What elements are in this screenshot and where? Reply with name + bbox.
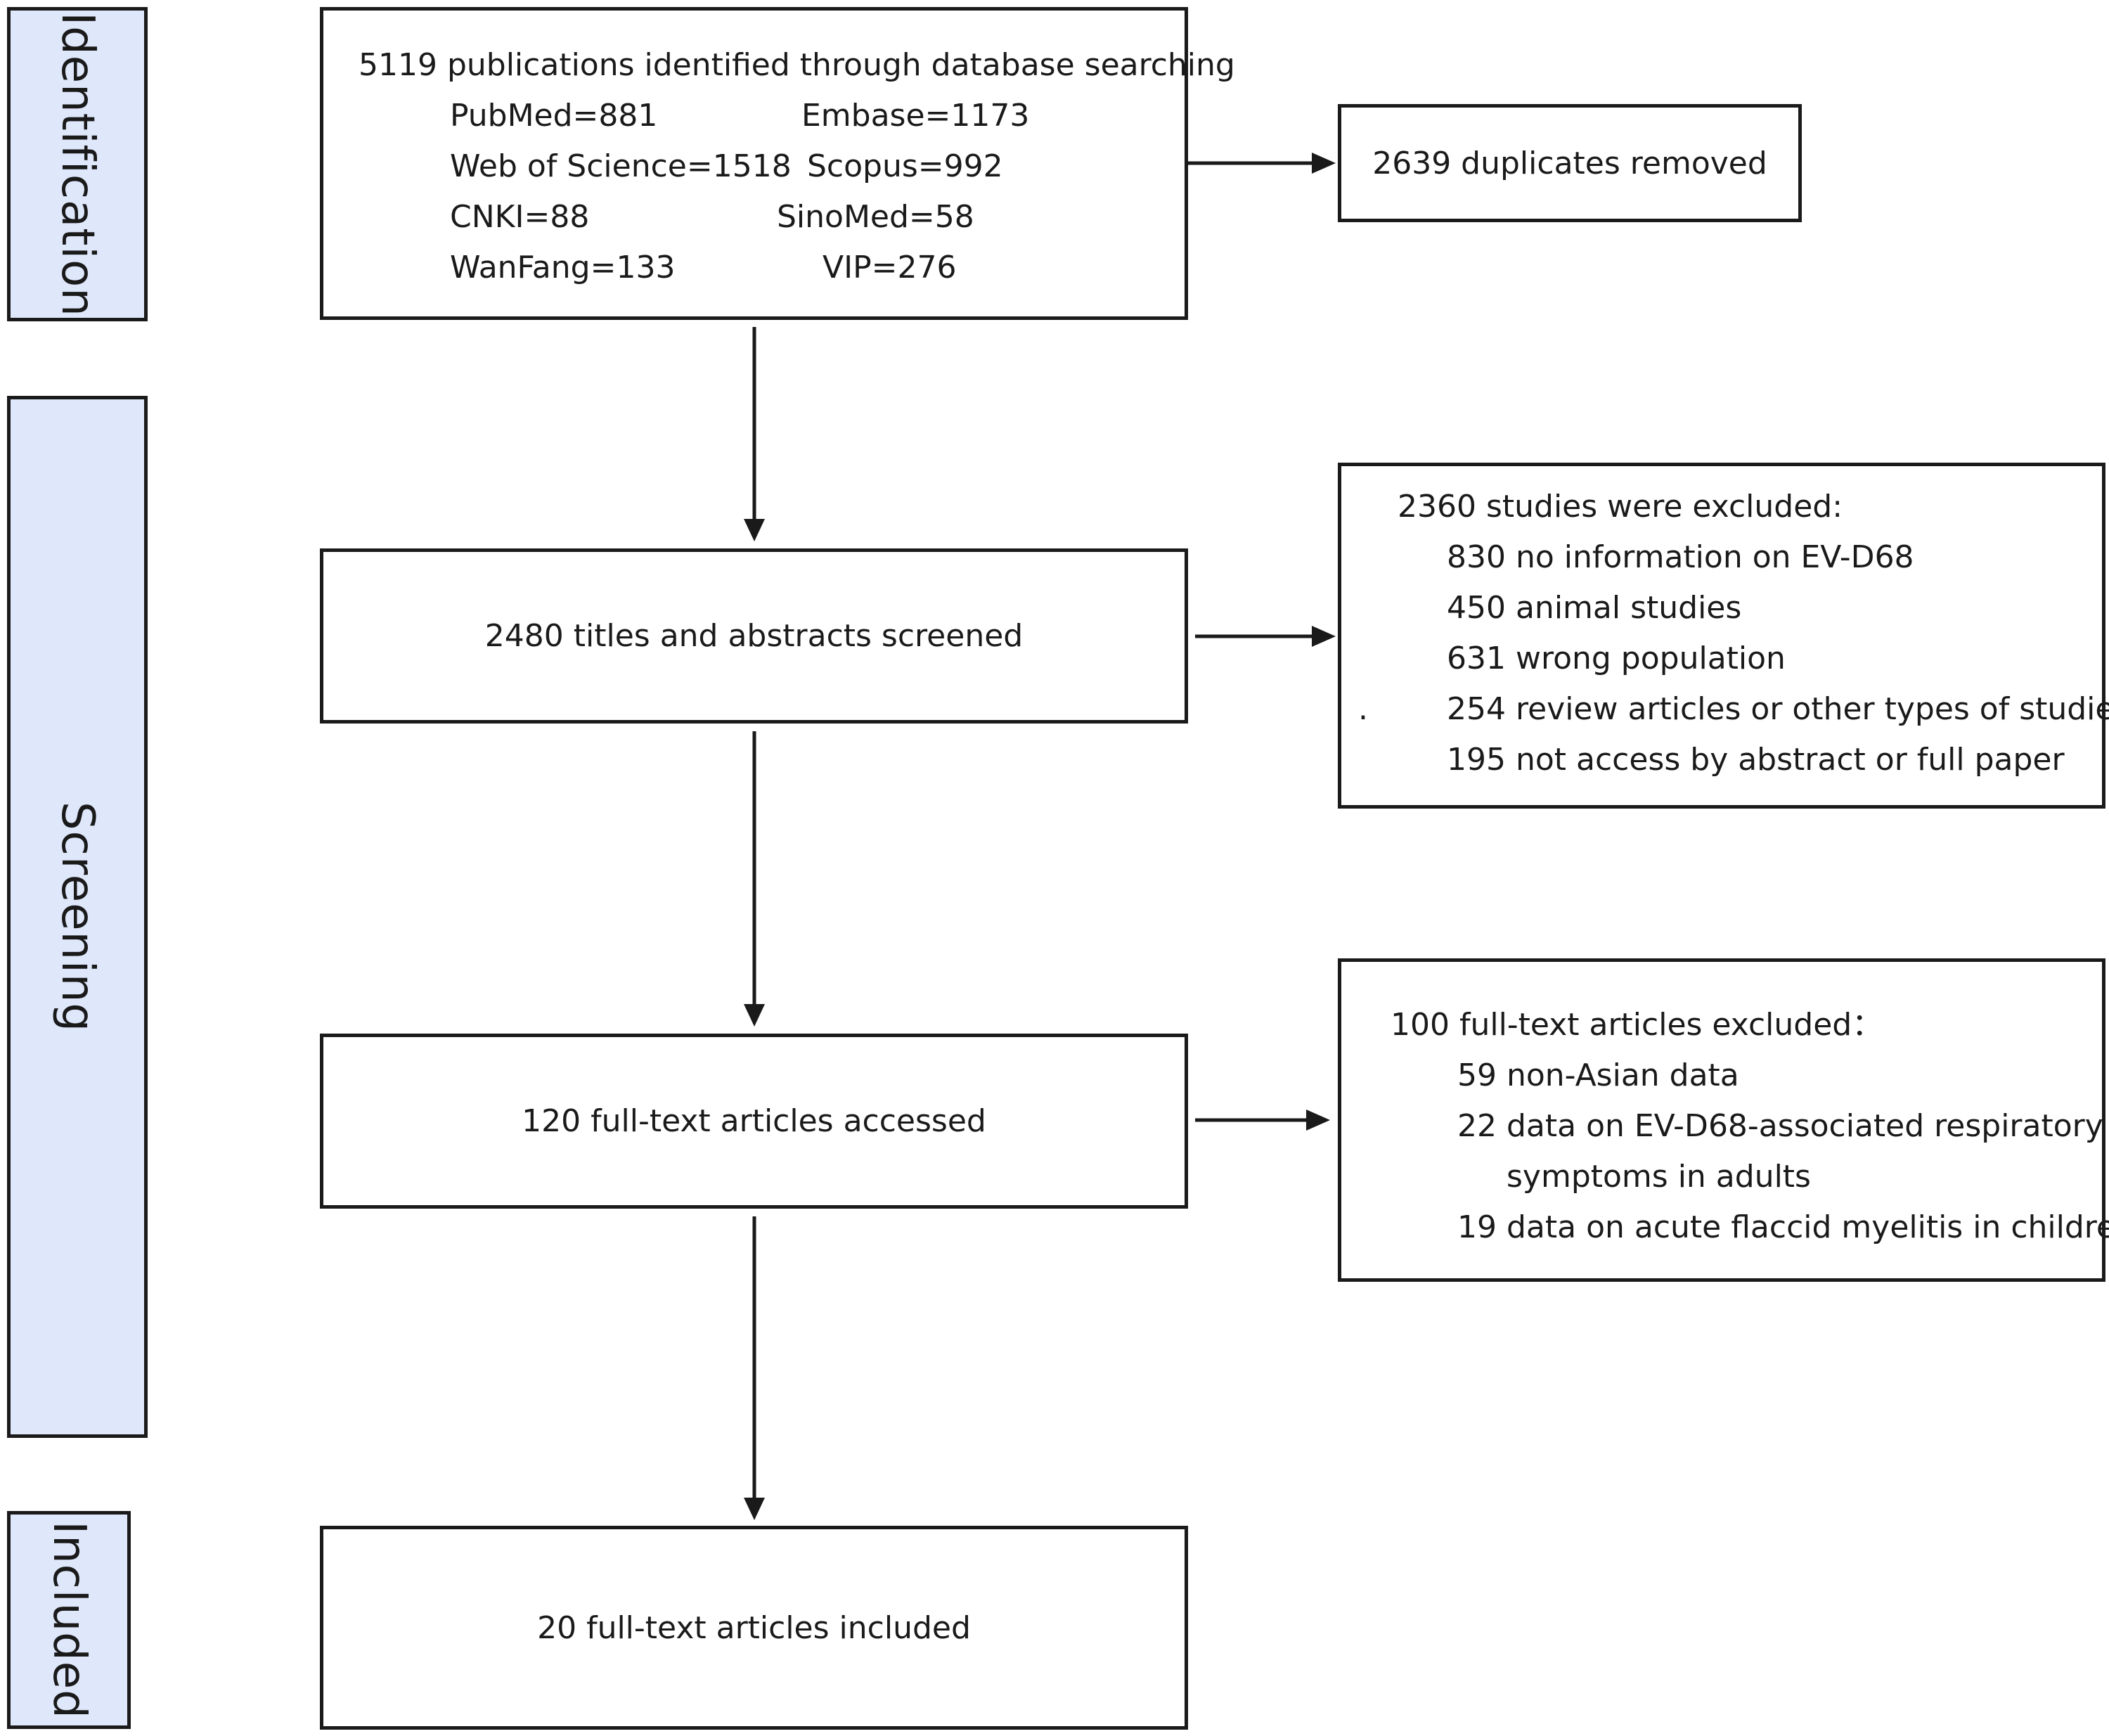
excluded-fulltext-title: 100 full-text articles excluded： (1391, 1007, 1883, 1043)
phase-included: Included (7, 1511, 131, 1729)
included-text: 20 full-text articles included (537, 1609, 971, 1646)
excluded-studies-title: 2360 studies were excluded: (1398, 489, 1843, 525)
arrowhead (1312, 626, 1336, 647)
excluded-studies-box: 2360 studies were excluded: 830 no infor… (1338, 463, 2109, 809)
excluded-fulltext-item: 19 data on acute flaccid myelitis in chi… (1457, 1209, 2109, 1245)
database-wanfang: WanFang=133 (450, 250, 676, 285)
excluded-studies-item: 450 animal studies (1447, 590, 1742, 626)
database-scopus: Scopus=992 (807, 148, 1003, 184)
fulltext-accessed-text: 120 full-text articles accessed (522, 1103, 986, 1139)
duplicates-removed-box: 2639 duplicates removed (1338, 104, 1802, 222)
included-box: 20 full-text articles included (320, 1526, 1188, 1730)
phase-screening: Screening (7, 396, 148, 1438)
database-pubmed: PubMed=881 (450, 98, 658, 134)
fulltext-accessed-box: 120 full-text articles accessed (320, 1034, 1188, 1209)
excluded-studies-item: 631 wrong population (1447, 641, 1786, 676)
excluded-fulltext-item: 22 data on EV-D68-associated respiratory (1457, 1108, 2103, 1144)
excluded-studies-item: 195 not access by abstract or full paper (1447, 742, 2065, 778)
phase-identification: Identification (7, 7, 148, 321)
arrowhead (1306, 1110, 1330, 1131)
stray-mark: . (1358, 691, 1368, 727)
excluded-fulltext-box: 100 full-text articles excluded： 59 non-… (1338, 958, 2109, 1282)
arrowhead (1312, 153, 1336, 174)
identification-title: 5119 publications identified through dat… (359, 47, 1235, 83)
arrowhead (744, 1498, 765, 1520)
excluded-studies-item: 830 no information on EV-D68 (1447, 539, 1914, 575)
database-sinomed: SinoMed=58 (777, 199, 974, 235)
identification-box: 5119 publications identified through dat… (320, 7, 1235, 320)
database-embase: Embase=1173 (801, 98, 1030, 134)
screened-text: 2480 titles and abstracts screened (484, 618, 1024, 654)
screened-box: 2480 titles and abstracts screened (320, 548, 1188, 724)
duplicates-removed-text: 2639 duplicates removed (1372, 145, 1767, 181)
excluded-fulltext-item-continued: symptoms in adults (1507, 1159, 1811, 1195)
excluded-fulltext-item: 59 non-Asian data (1457, 1057, 1739, 1093)
database-web-of-science: Web of Science=1518 (450, 148, 792, 184)
excluded-studies-item: 254 review articles or other types of st… (1447, 691, 2109, 727)
database-cnki: CNKI=88 (450, 199, 590, 235)
arrowhead (744, 519, 765, 541)
arrowhead (744, 1004, 765, 1027)
database-vip: VIP=276 (823, 250, 957, 285)
